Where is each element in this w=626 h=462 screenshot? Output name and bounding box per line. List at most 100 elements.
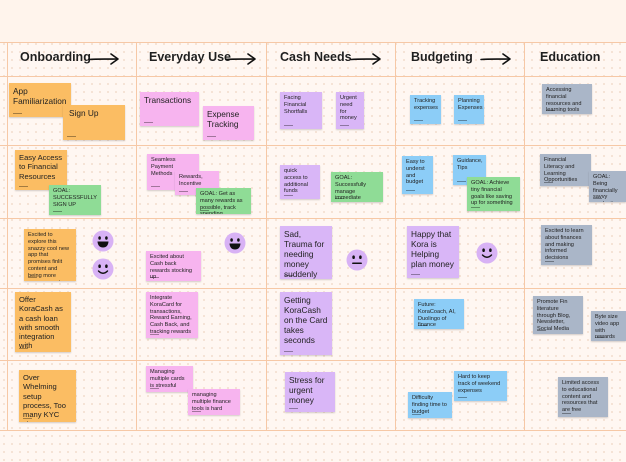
- grid-line-h: [0, 288, 626, 289]
- note-text: Guidance, Tips: [457, 158, 483, 171]
- note-text: Sign Up: [69, 108, 99, 118]
- grid-line-h: [0, 218, 626, 219]
- sticky-note[interactable]: Easy to underst and budget: [402, 156, 433, 194]
- arrow-right-icon: [88, 53, 119, 65]
- grid-line-v: [524, 42, 525, 430]
- grid-line-h: [0, 360, 626, 361]
- stage-title-budgeting: Budgeting: [411, 50, 473, 64]
- stage-title-everyday-use: Everyday Use: [149, 50, 232, 64]
- sticky-note[interactable]: Difficulty finding time to budget: [408, 392, 452, 418]
- sticky-note[interactable]: Byte size video app with rewards: [591, 311, 626, 341]
- sticky-note[interactable]: GOAL: Achieve tiny financial goals like …: [467, 177, 520, 211]
- note-text: Accessing financial resources and learni…: [546, 87, 582, 114]
- note-text: GOAL: SUCCESSFULLY SIGN UP: [53, 188, 97, 208]
- sticky-note[interactable]: Financial Literacy and Learning Opportun…: [540, 154, 591, 186]
- note-text: managing multiple finance tools is hard: [192, 392, 231, 412]
- note-text: GOAL: Achieve tiny financial goals like …: [471, 180, 513, 207]
- sticky-note[interactable]: Expense Tracking: [203, 106, 254, 140]
- grid-line-h: [0, 145, 626, 146]
- sticky-note[interactable]: GOAL: Being financially savvy graduation: [589, 171, 626, 202]
- note-text: GOAL: Being financially savvy graduation: [593, 174, 619, 202]
- arrow-right-icon: [225, 53, 256, 65]
- sticky-note[interactable]: Sign Up: [63, 105, 125, 140]
- grid-line-h: [0, 42, 626, 43]
- smile-emoji-budgeting: [476, 242, 498, 264]
- note-text: Urgent need for money: [340, 95, 357, 122]
- note-text: Planning Expenses: [458, 98, 483, 111]
- sticky-note[interactable]: Planning Expenses: [454, 95, 484, 124]
- top-band: [0, 0, 626, 42]
- stage-title-education: Education: [540, 50, 601, 64]
- sticky-note[interactable]: App Familiarization: [9, 83, 71, 117]
- grid-line-h: [0, 76, 626, 77]
- note-text: Over Whelming setup process, Too many KY…: [23, 373, 66, 422]
- sticky-note[interactable]: Future: KoraCoach, AI, Duolingo of finan…: [414, 299, 464, 329]
- sticky-note[interactable]: Stress for urgent money: [285, 372, 335, 412]
- sticky-note[interactable]: Accessing financial resources and learni…: [542, 84, 592, 114]
- grid-line-v: [136, 42, 137, 430]
- stage-title-cash-needs: Cash Needs: [280, 50, 352, 64]
- sticky-note[interactable]: GOAL: SUCCESSFULLY SIGN UP: [49, 185, 101, 215]
- sticky-note[interactable]: Excited about Cash back rewards stocking…: [146, 251, 201, 281]
- smile-emoji: [92, 258, 114, 280]
- sticky-note[interactable]: Integrate KoraCard for transactions, Rew…: [146, 292, 198, 338]
- sticky-note[interactable]: GOAL: Get as many rewards as possible, t…: [196, 188, 251, 214]
- sticky-note[interactable]: Tracking expenses: [410, 95, 441, 124]
- note-text: Hard to keep track of weekend expenses: [458, 374, 501, 394]
- sticky-note[interactable]: Easy Access to Financial Resources: [15, 150, 67, 190]
- note-text: App Familiarization: [13, 86, 67, 107]
- note-text: Limited access to educational content an…: [562, 380, 599, 414]
- note-text: Byte size video app with rewards: [595, 314, 620, 341]
- note-text: Rewards, Incentive: [179, 174, 203, 187]
- note-text: Sad, Trauma for needing money suddenly: [284, 229, 325, 279]
- note-text: Expense Tracking: [207, 109, 240, 130]
- note-text: Future: KoraCoach, AI, Duolingo of finan…: [418, 302, 456, 329]
- note-text: Excited to learn about finances and maki…: [545, 228, 584, 262]
- grin-emoji-everyday: [224, 232, 246, 254]
- grid-line-v: [7, 42, 8, 430]
- arrow-right-icon: [350, 53, 381, 65]
- note-text: Financial Literacy and Learning Opportun…: [544, 157, 578, 184]
- stage-title-onboarding: Onboarding: [20, 50, 91, 64]
- note-text: quick access to additional funds: [284, 168, 308, 195]
- note-text: Difficulty finding time to budget: [412, 395, 447, 415]
- arrow-right-icon: [480, 53, 511, 65]
- sticky-note[interactable]: Excited to learn about finances and maki…: [541, 225, 592, 265]
- sticky-note[interactable]: Transactions: [140, 92, 199, 126]
- sticky-note[interactable]: Getting KoraCash on the Card takes secon…: [280, 292, 332, 355]
- sticky-note[interactable]: quick access to additional funds: [280, 165, 320, 199]
- note-text: Tracking expenses: [414, 98, 438, 111]
- note-text: Excited to explore this snazzy cool new …: [28, 232, 70, 281]
- sticky-note[interactable]: Over Whelming setup process, Too many KY…: [19, 370, 76, 422]
- sticky-note[interactable]: managing multiple finance tools is hard: [188, 389, 240, 415]
- sticky-note[interactable]: Managing multiple cards is stressful: [146, 366, 193, 392]
- note-text: Facing Financial Shortfalls: [284, 95, 308, 115]
- sticky-note[interactable]: Excited to explore this snazzy cool new …: [24, 229, 76, 281]
- note-text: Easy Access to Financial Resources: [19, 153, 63, 181]
- sticky-note[interactable]: Limited access to educational content an…: [558, 377, 608, 417]
- sticky-note[interactable]: GOAL: Successfully manage immediate fina…: [331, 172, 383, 202]
- neutral-emoji: [346, 249, 368, 271]
- note-text: Integrate KoraCard for transactions, Rew…: [150, 295, 192, 336]
- sticky-note[interactable]: Facing Financial Shortfalls: [280, 92, 322, 129]
- grin-emoji: [92, 230, 114, 252]
- note-text: Stress for urgent money: [289, 375, 325, 406]
- sticky-note[interactable]: Promote Fin literature through Blog, New…: [533, 296, 583, 334]
- sticky-note[interactable]: Happy that Kora is Helping plan money: [407, 226, 459, 278]
- note-text: Easy to underst and budget: [406, 159, 425, 186]
- grid-line-v: [395, 42, 396, 430]
- note-text: Excited about Cash back rewards stocking…: [150, 254, 192, 281]
- note-text: Seamless Payment Methods: [151, 157, 176, 177]
- note-text: Happy that Kora is Helping plan money: [411, 229, 454, 270]
- sticky-note[interactable]: Sad, Trauma for needing money suddenly: [280, 226, 332, 279]
- sticky-note[interactable]: Urgent need for money: [336, 92, 364, 129]
- sticky-note[interactable]: Offer KoraCash as a cash loan with smoot…: [15, 292, 71, 352]
- grid-line-v: [266, 42, 267, 430]
- note-text: Getting KoraCash on the Card takes secon…: [284, 295, 328, 346]
- sticky-note[interactable]: Hard to keep track of weekend expenses: [454, 371, 507, 401]
- note-text: Managing multiple cards is stressful: [150, 369, 185, 389]
- grid-line-h: [0, 430, 626, 431]
- note-text: GOAL: Successfully manage immediate fina…: [335, 175, 367, 202]
- note-text: Promote Fin literature through Blog, New…: [537, 299, 571, 333]
